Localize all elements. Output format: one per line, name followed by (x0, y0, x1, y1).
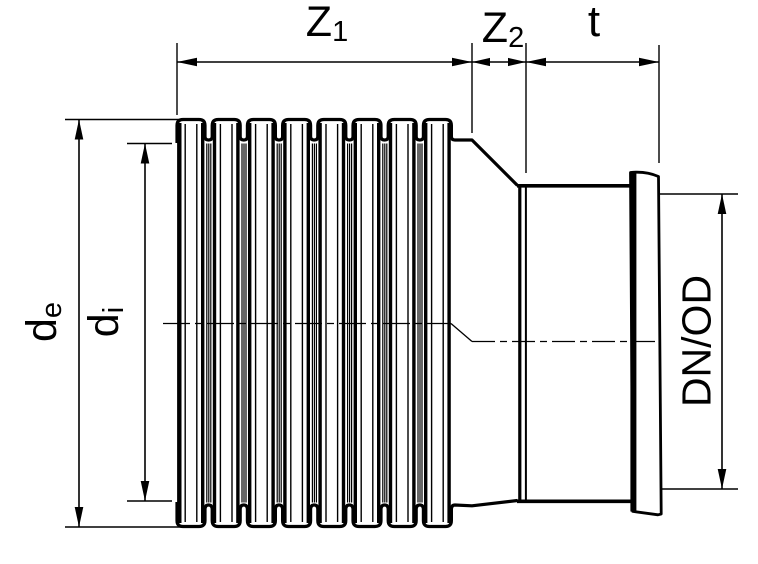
spigot-section (517, 184, 632, 504)
dimension-label-t: t (588, 0, 600, 44)
arrowhead-down-icon (140, 481, 150, 501)
de-text: d (18, 318, 66, 343)
dimension-t (526, 57, 659, 67)
dnod-text: DN/OD (673, 274, 720, 408)
arrowhead-left-icon (526, 57, 546, 67)
dimension-z2 (472, 57, 526, 67)
centerline (163, 322, 660, 343)
dimension-de (65, 118, 185, 528)
dimension-di (127, 142, 172, 502)
z1-text: Z (305, 0, 333, 46)
dimension-z1 (177, 57, 472, 67)
dimension-dnod (658, 193, 738, 490)
arrowhead-right-icon (452, 57, 472, 67)
de-subscript: e (36, 301, 68, 319)
z2-subscript: 2 (508, 22, 525, 54)
socket-bead (629, 170, 663, 517)
z1-subscript: 1 (332, 16, 349, 48)
z2-text: Z (481, 4, 509, 52)
arrowhead-left-icon (472, 57, 490, 67)
arrowhead-left-icon (177, 57, 197, 67)
di-subscript: i (98, 306, 130, 314)
dimension-label-dnod: DN/OD (673, 274, 720, 408)
arrowhead-up-icon (74, 119, 84, 140)
extension-lines-top (176, 43, 660, 173)
arrowhead-up-icon (140, 143, 150, 164)
arrowhead-right-icon (508, 57, 526, 67)
taper-end-ring (518, 186, 527, 500)
di-text: d (80, 313, 128, 338)
arrowhead-down-icon (74, 507, 84, 527)
arrowhead-down-icon (717, 469, 727, 489)
arrowhead-right-icon (639, 57, 659, 67)
t-text: t (587, 0, 601, 46)
arrowhead-up-icon (717, 194, 727, 214)
